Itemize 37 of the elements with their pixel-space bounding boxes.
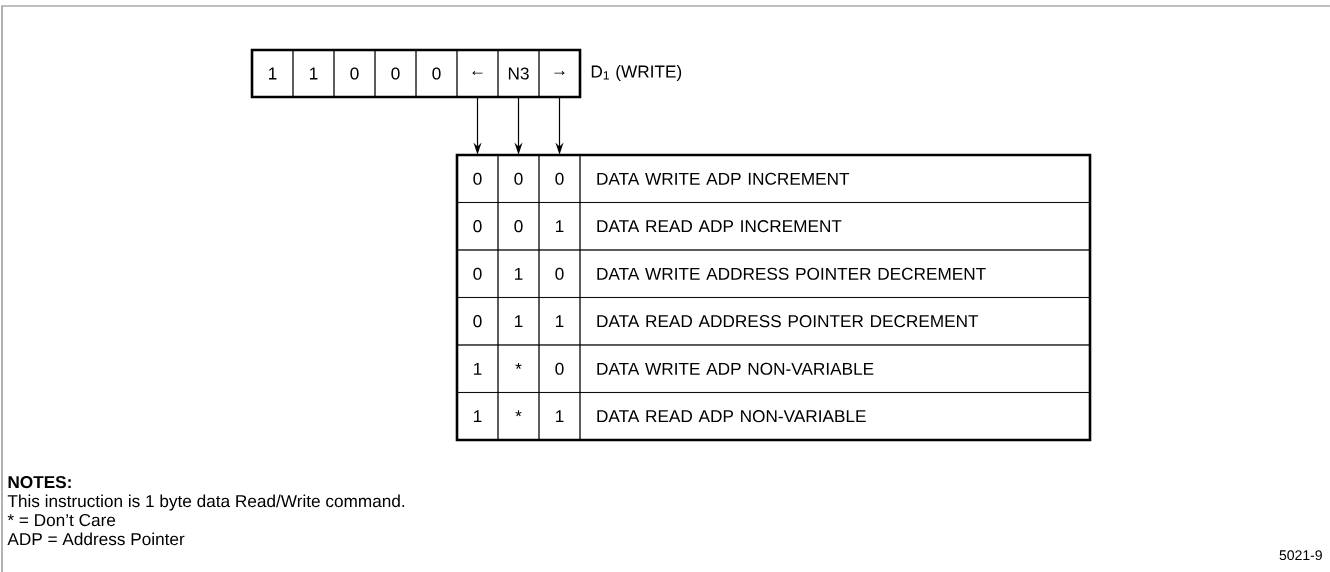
bit-cell: 0 — [374, 49, 417, 98]
table-cell: DATA READ ADDRESS POINTER DECREMENT — [579, 297, 1091, 346]
table-cell: 0 — [538, 249, 581, 298]
figure-number: 5021-9 — [1279, 550, 1322, 561]
node-label: 0 — [473, 172, 482, 185]
table-cell: 0 — [497, 154, 540, 203]
note-text: This instruction is 1 byte data Read/Write command. — [7, 494, 405, 511]
node-label: 1 — [269, 67, 277, 80]
table-cell: DATA WRITE ADP INCREMENT — [579, 154, 1091, 203]
table-cell: DATA WRITE ADDRESS POINTER DECREMENT — [579, 249, 1091, 298]
bit-cell: ← — [456, 49, 499, 98]
note-text: * = Don’t Care — [7, 514, 116, 527]
table-cell: 1 — [538, 297, 581, 346]
table-cell: DATA WRITE ADP NON-VARIABLE — [579, 344, 1091, 393]
table-cell: 1 — [456, 392, 499, 441]
bit-cell: 0 — [415, 49, 458, 98]
table-cell: * — [497, 344, 540, 393]
table-cell: DATA READ ADP INCREMENT — [579, 202, 1091, 251]
table-cell: DATA READ ADP NON-VARIABLE — [579, 392, 1091, 441]
notes-heading: NOTES: — [8, 476, 71, 489]
bit-cell: 0 — [333, 49, 376, 98]
table-cell: 1 — [456, 344, 499, 393]
table-cell: 1 — [497, 249, 540, 298]
note-text: ADP = Address Pointer — [7, 532, 185, 546]
bit-cell: → — [538, 49, 581, 98]
table-cell: * — [497, 392, 540, 441]
bit-cell: N3 — [497, 49, 540, 98]
table-cell: 1 — [497, 297, 540, 346]
bit-cell: 1 — [292, 49, 335, 98]
table-cell: 0 — [456, 297, 499, 346]
table-cell: 1 — [538, 202, 581, 251]
table-cell: 0 — [497, 202, 540, 251]
table-cell: 1 — [538, 392, 581, 441]
table-cell: 0 — [456, 249, 499, 298]
table-cell: 0 — [538, 154, 581, 203]
table-cell: 0 — [538, 344, 581, 393]
table-cell: 0 — [456, 202, 499, 251]
